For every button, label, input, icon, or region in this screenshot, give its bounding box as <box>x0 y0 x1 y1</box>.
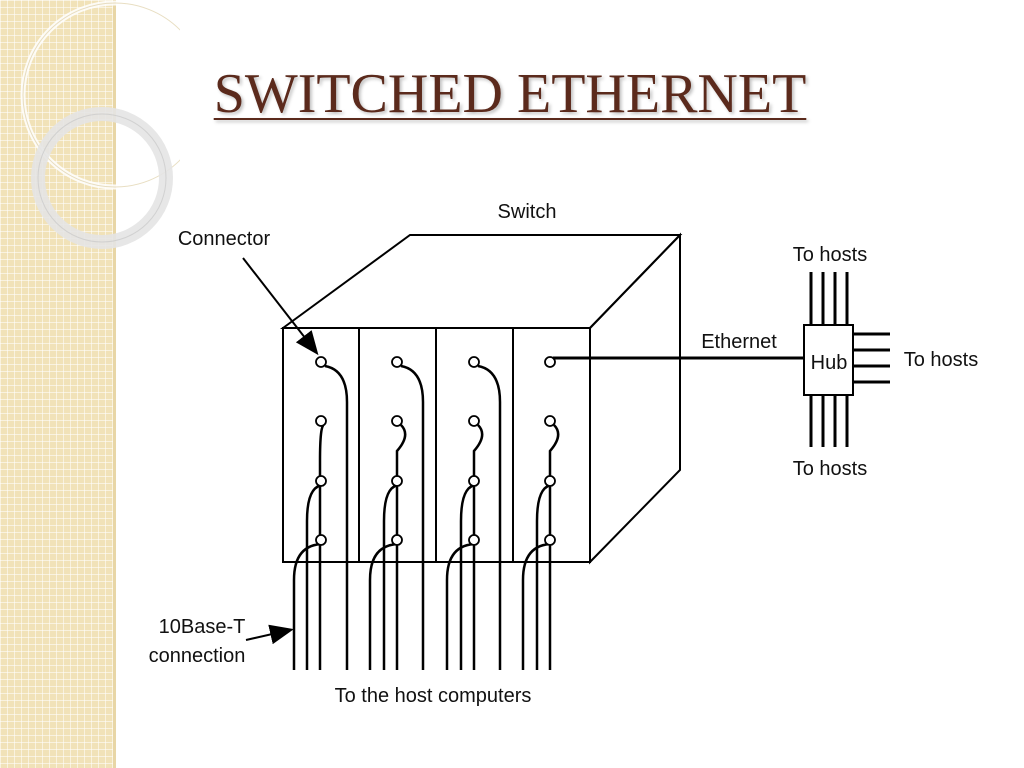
connector-port <box>391 534 403 546</box>
hub-assembly <box>553 272 890 447</box>
host-computers-label: To the host computers <box>335 685 532 707</box>
connector-port <box>315 356 327 368</box>
connector-port <box>544 534 556 546</box>
host-cable <box>477 364 502 670</box>
host-cable <box>305 483 325 670</box>
connector-port <box>468 534 480 546</box>
connector-port <box>468 356 480 368</box>
connector-port <box>391 415 403 427</box>
ethernet-label: Ethernet <box>701 331 777 353</box>
tenbase-label-line2: connection <box>149 645 246 667</box>
connector-port <box>315 475 327 487</box>
switch-box <box>279 232 683 565</box>
connector-port <box>391 475 403 487</box>
connector-port <box>391 356 403 368</box>
hub-label: Hub <box>811 352 848 374</box>
side-strip-edge <box>113 0 116 768</box>
host-cable <box>400 364 425 670</box>
hub-box <box>803 324 854 396</box>
to-hosts-right-label: To hosts <box>904 349 978 371</box>
connector-arrow <box>242 257 319 356</box>
host-cable <box>472 424 484 670</box>
decorative-rings <box>20 0 180 249</box>
host-cable <box>318 423 325 670</box>
switch-ports <box>292 356 560 670</box>
host-cable <box>324 364 349 670</box>
connector-port <box>315 415 327 427</box>
connector-label: Connector <box>178 228 271 250</box>
host-cable <box>395 424 407 670</box>
connector-port <box>544 415 556 427</box>
to-hosts-top-label: To hosts <box>793 244 867 266</box>
to-hosts-bottom-label: To hosts <box>793 458 867 480</box>
switch-label: Switch <box>498 201 557 223</box>
connector-port <box>468 415 480 427</box>
host-cable <box>548 424 560 670</box>
tenbase-label-line1: 10Base-T <box>159 616 246 638</box>
switch-top-face <box>279 234 683 329</box>
connector-port <box>544 475 556 487</box>
connector-port <box>468 475 480 487</box>
connector-port <box>315 534 327 546</box>
tenbase-arrow <box>245 624 294 645</box>
slide-title: SWITCHED ETHERNET <box>213 63 807 125</box>
switch-side-face <box>589 232 681 565</box>
connector-port <box>544 356 556 368</box>
slide-title-container: SWITCHED ETHERNET <box>0 62 1024 126</box>
